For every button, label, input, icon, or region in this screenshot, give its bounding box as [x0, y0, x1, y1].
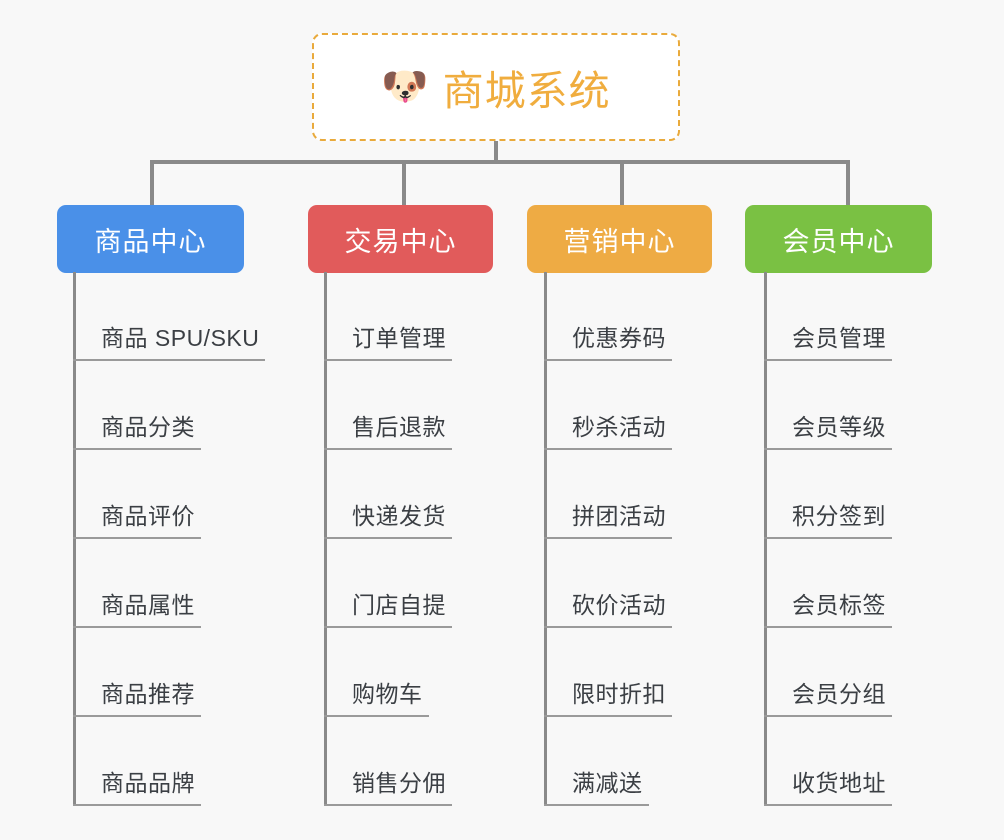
root-node[interactable]: 🐶 商城系统 — [312, 33, 680, 141]
leaf-label: 快递发货 — [352, 503, 446, 529]
leaf-label: 积分签到 — [792, 503, 886, 529]
drop-connector-1 — [150, 160, 154, 205]
drop-connector-3 — [620, 160, 624, 205]
leaf-item[interactable]: 收货地址 — [764, 717, 892, 806]
leaf-label: 商品推荐 — [101, 681, 195, 707]
leaf-item[interactable]: 订单管理 — [324, 272, 452, 361]
leaf-label: 销售分佣 — [352, 770, 446, 796]
category-label: 营销中心 — [563, 226, 676, 257]
category-box-会员中心[interactable]: 会员中心 — [745, 205, 932, 273]
horizontal-bus-connector — [150, 160, 850, 164]
leaf-item[interactable]: 会员标签 — [764, 539, 892, 628]
dog-face-icon: 🐶 — [381, 66, 429, 108]
leaf-label: 会员等级 — [792, 414, 886, 440]
root-stem-connector — [494, 141, 498, 162]
leaf-label: 满减送 — [572, 770, 643, 796]
leaf-label: 商品 SPU/SKU — [101, 325, 260, 351]
leaf-item[interactable]: 砍价活动 — [544, 539, 672, 628]
leaf-item[interactable]: 秒杀活动 — [544, 361, 672, 450]
leaf-item[interactable]: 商品分类 — [73, 361, 201, 450]
leaf-label: 门店自提 — [352, 592, 446, 618]
category-label: 会员中心 — [782, 226, 895, 257]
drop-connector-2 — [402, 160, 406, 205]
leaf-label: 秒杀活动 — [572, 414, 666, 440]
leaf-label: 会员标签 — [792, 592, 886, 618]
leaf-label: 收货地址 — [792, 770, 886, 796]
leaf-item[interactable]: 拼团活动 — [544, 450, 672, 539]
leaf-item[interactable]: 购物车 — [324, 628, 429, 717]
leaf-label: 商品评价 — [101, 503, 195, 529]
root-title: 商城系统 — [442, 68, 611, 114]
category-label: 商品中心 — [94, 226, 207, 257]
category-box-交易中心[interactable]: 交易中心 — [308, 205, 493, 273]
leaf-label: 砍价活动 — [572, 592, 666, 618]
leaf-item[interactable]: 优惠券码 — [544, 272, 672, 361]
leaf-item[interactable]: 售后退款 — [324, 361, 452, 450]
leaf-item[interactable]: 销售分佣 — [324, 717, 452, 806]
leaf-item[interactable]: 商品评价 — [73, 450, 201, 539]
leaf-label: 购物车 — [352, 681, 423, 707]
leaf-label: 商品属性 — [101, 592, 195, 618]
leaf-item[interactable]: 商品推荐 — [73, 628, 201, 717]
category-box-商品中心[interactable]: 商品中心 — [57, 205, 244, 273]
leaf-label: 订单管理 — [352, 325, 446, 351]
leaf-item[interactable]: 快递发货 — [324, 450, 452, 539]
category-label: 交易中心 — [344, 226, 457, 257]
leaf-item[interactable]: 会员管理 — [764, 272, 892, 361]
leaf-item[interactable]: 门店自提 — [324, 539, 452, 628]
leaf-item[interactable]: 商品 SPU/SKU — [73, 272, 266, 361]
leaf-item[interactable]: 限时折扣 — [544, 628, 672, 717]
leaf-label: 商品品牌 — [101, 770, 195, 796]
leaf-item[interactable]: 商品品牌 — [73, 717, 201, 806]
leaf-label: 拼团活动 — [572, 503, 666, 529]
leaf-item[interactable]: 会员分组 — [764, 628, 892, 717]
leaf-item[interactable]: 商品属性 — [73, 539, 201, 628]
drop-connector-4 — [846, 160, 850, 205]
leaf-label: 优惠券码 — [572, 325, 666, 351]
leaf-item[interactable]: 满减送 — [544, 717, 649, 806]
category-box-营销中心[interactable]: 营销中心 — [527, 205, 712, 273]
leaf-label: 商品分类 — [101, 414, 195, 440]
leaf-item[interactable]: 积分签到 — [764, 450, 892, 539]
leaf-label: 售后退款 — [352, 414, 446, 440]
leaf-item[interactable]: 会员等级 — [764, 361, 892, 450]
leaf-label: 会员管理 — [792, 325, 886, 351]
leaf-label: 限时折扣 — [572, 681, 666, 707]
leaf-label: 会员分组 — [792, 681, 886, 707]
